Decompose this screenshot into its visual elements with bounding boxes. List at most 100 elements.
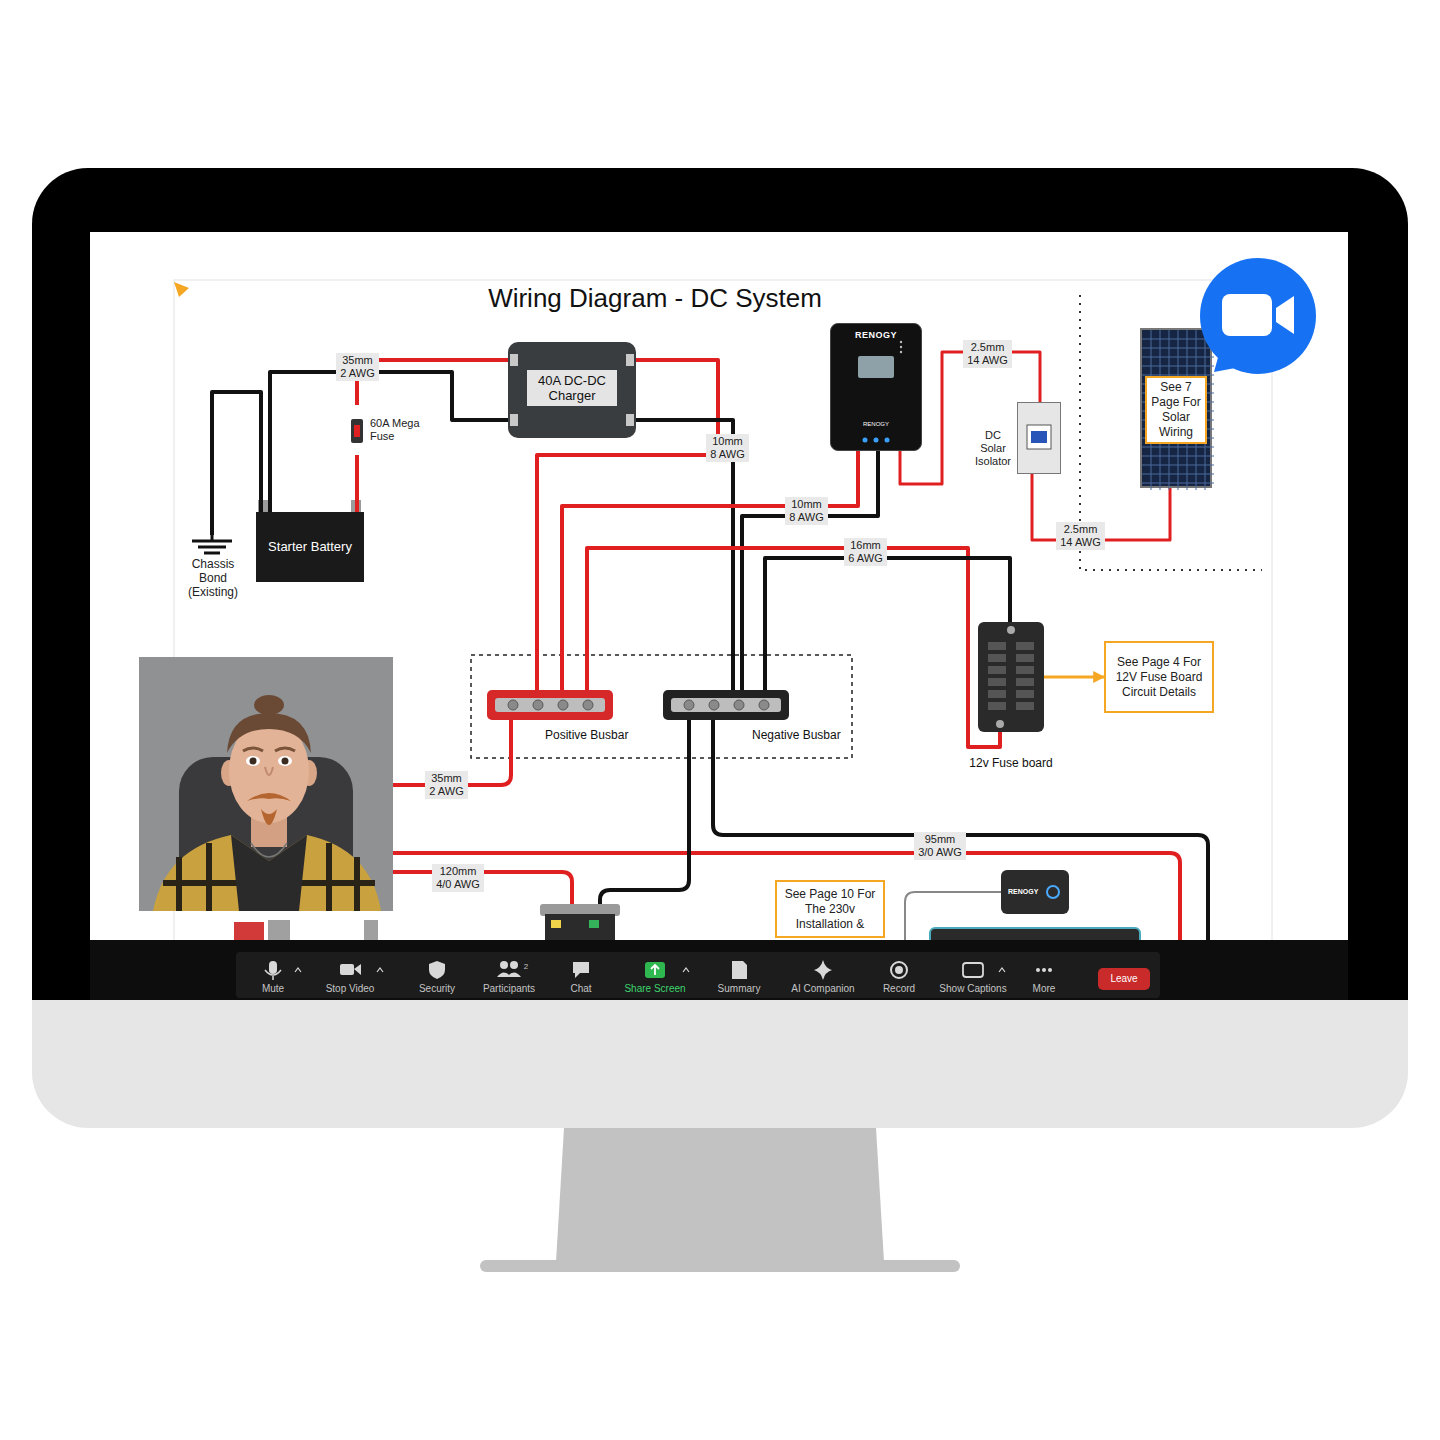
terminal	[364, 920, 378, 940]
fuse-slot	[1016, 654, 1034, 662]
caret-icon	[295, 968, 301, 972]
fuse-slot	[1016, 642, 1034, 650]
toolbar-label: Show Captions	[939, 983, 1006, 995]
charger-terminal	[626, 354, 634, 366]
status-led	[885, 438, 890, 443]
component-note: See Page 4 For 12V Fuse Board Circuit De…	[1104, 641, 1214, 713]
fuse-slot	[988, 666, 1006, 674]
toolbar-label: Summary	[718, 983, 761, 995]
wall	[139, 657, 393, 911]
component-battery: Starter Battery	[256, 512, 364, 582]
toolbar-group	[236, 952, 1160, 998]
fuse-slot	[1016, 678, 1034, 686]
toolbar-label: 2	[524, 962, 528, 972]
zoom-logo-circle	[1200, 258, 1316, 374]
wire	[587, 548, 1000, 747]
more-icon	[1048, 968, 1052, 972]
ground-symbol	[178, 535, 248, 557]
note-text: See Page 4 For 12V Fuse Board Circuit De…	[1111, 655, 1207, 700]
isolator-switch	[1018, 403, 1062, 475]
fuse-slots	[978, 622, 1044, 732]
fuse-slot	[1016, 690, 1034, 698]
status-dot	[900, 351, 902, 353]
component-isolator: DC Solar Isolator	[1017, 402, 1061, 474]
wire-gauge-label: 10mm 8 AWG	[706, 434, 749, 462]
fuse-slot	[988, 678, 1006, 686]
cell-line	[1142, 339, 1214, 340]
share-icon	[651, 965, 659, 975]
nose	[265, 767, 273, 775]
device-label: 40A DC-DC Charger	[527, 370, 617, 406]
page-marker	[174, 282, 189, 297]
switch-indicator	[551, 920, 561, 928]
status-dot	[900, 341, 902, 343]
device-label: Positive Busbar	[545, 728, 628, 742]
wire	[1044, 676, 1104, 679]
shield-icon	[429, 961, 445, 979]
fuse-slot	[988, 654, 1006, 662]
component-charger: 40A DC-DC Charger	[508, 342, 636, 438]
busbar-stud	[759, 700, 769, 710]
cell-line	[1142, 474, 1214, 475]
toolbar-label: Security	[419, 983, 455, 995]
ground-stem	[211, 535, 214, 540]
terminal	[1007, 626, 1015, 634]
charger-terminal	[626, 414, 634, 426]
wire-gauge-label: 2.5mm 14 AWG	[1056, 522, 1105, 550]
wire	[270, 372, 508, 512]
mustache	[247, 793, 291, 801]
brand-name: RENOGY	[831, 420, 921, 428]
wire-gauge-label: 120mm 4/0 AWG	[432, 864, 484, 892]
component-fuseboard: 12v Fuse board	[978, 622, 1044, 732]
cell-line	[1142, 447, 1214, 448]
cell-line	[1142, 465, 1214, 466]
busbar-stud	[684, 700, 694, 710]
component-panel: See 7 Page For Solar Wiring	[1140, 328, 1212, 488]
people-icon	[497, 973, 521, 978]
cell-line	[1142, 357, 1214, 358]
plaid-shirt	[153, 835, 381, 911]
toolbar-label: More	[1033, 983, 1056, 995]
terminal	[996, 720, 1004, 728]
toolbar-label: Mute	[262, 983, 284, 995]
wire	[212, 392, 261, 535]
ground-bar	[204, 552, 220, 555]
status-dot	[900, 346, 902, 348]
positive-wire	[300, 853, 1180, 940]
monitor-foot	[480, 1260, 960, 1272]
busbar-group-outline	[471, 655, 852, 758]
eyebrows	[243, 748, 295, 751]
component-ground: Chassis Bond (Existing)	[178, 535, 248, 603]
switch-indicator	[589, 920, 599, 928]
chat-icon	[573, 962, 589, 978]
wire	[357, 360, 508, 405]
toolbar-label: Record	[883, 983, 915, 995]
summary-icon	[732, 961, 747, 979]
pupil	[250, 758, 257, 765]
sparkle-icon	[814, 960, 832, 980]
diagram-title: Wiring Diagram - DC System	[405, 282, 905, 314]
negative-wire	[713, 720, 1208, 940]
fuse-holder	[234, 922, 264, 940]
component-controller: RENOGYRENOGY	[830, 323, 922, 451]
cell-line	[1142, 483, 1214, 484]
fuse-slot	[988, 702, 1006, 710]
share-icon	[645, 962, 665, 978]
wire	[742, 451, 878, 690]
eye	[246, 756, 260, 766]
status-led	[874, 438, 879, 443]
toolbar-label: Stop Video	[326, 983, 375, 995]
fuse-holder	[268, 920, 290, 940]
mic-icon	[265, 970, 281, 980]
wire-gauge-label: 35mm 2 AWG	[425, 771, 468, 799]
device-label: Negative Busbar	[752, 728, 841, 742]
toolbar-label: Participants	[483, 983, 535, 995]
note-text: See 7 Page For Solar Wiring	[1145, 376, 1207, 444]
component-busbar: Negative Busbar	[663, 690, 789, 720]
wire-gauge-label: 35mm 2 AWG	[336, 353, 379, 381]
busbar-stud	[734, 700, 744, 710]
wire-gauge-label: 10mm 8 AWG	[785, 497, 828, 525]
fuse-slot	[1016, 666, 1034, 674]
device-label: 60A Mega Fuse	[370, 417, 432, 443]
busbar-studs	[663, 690, 789, 720]
